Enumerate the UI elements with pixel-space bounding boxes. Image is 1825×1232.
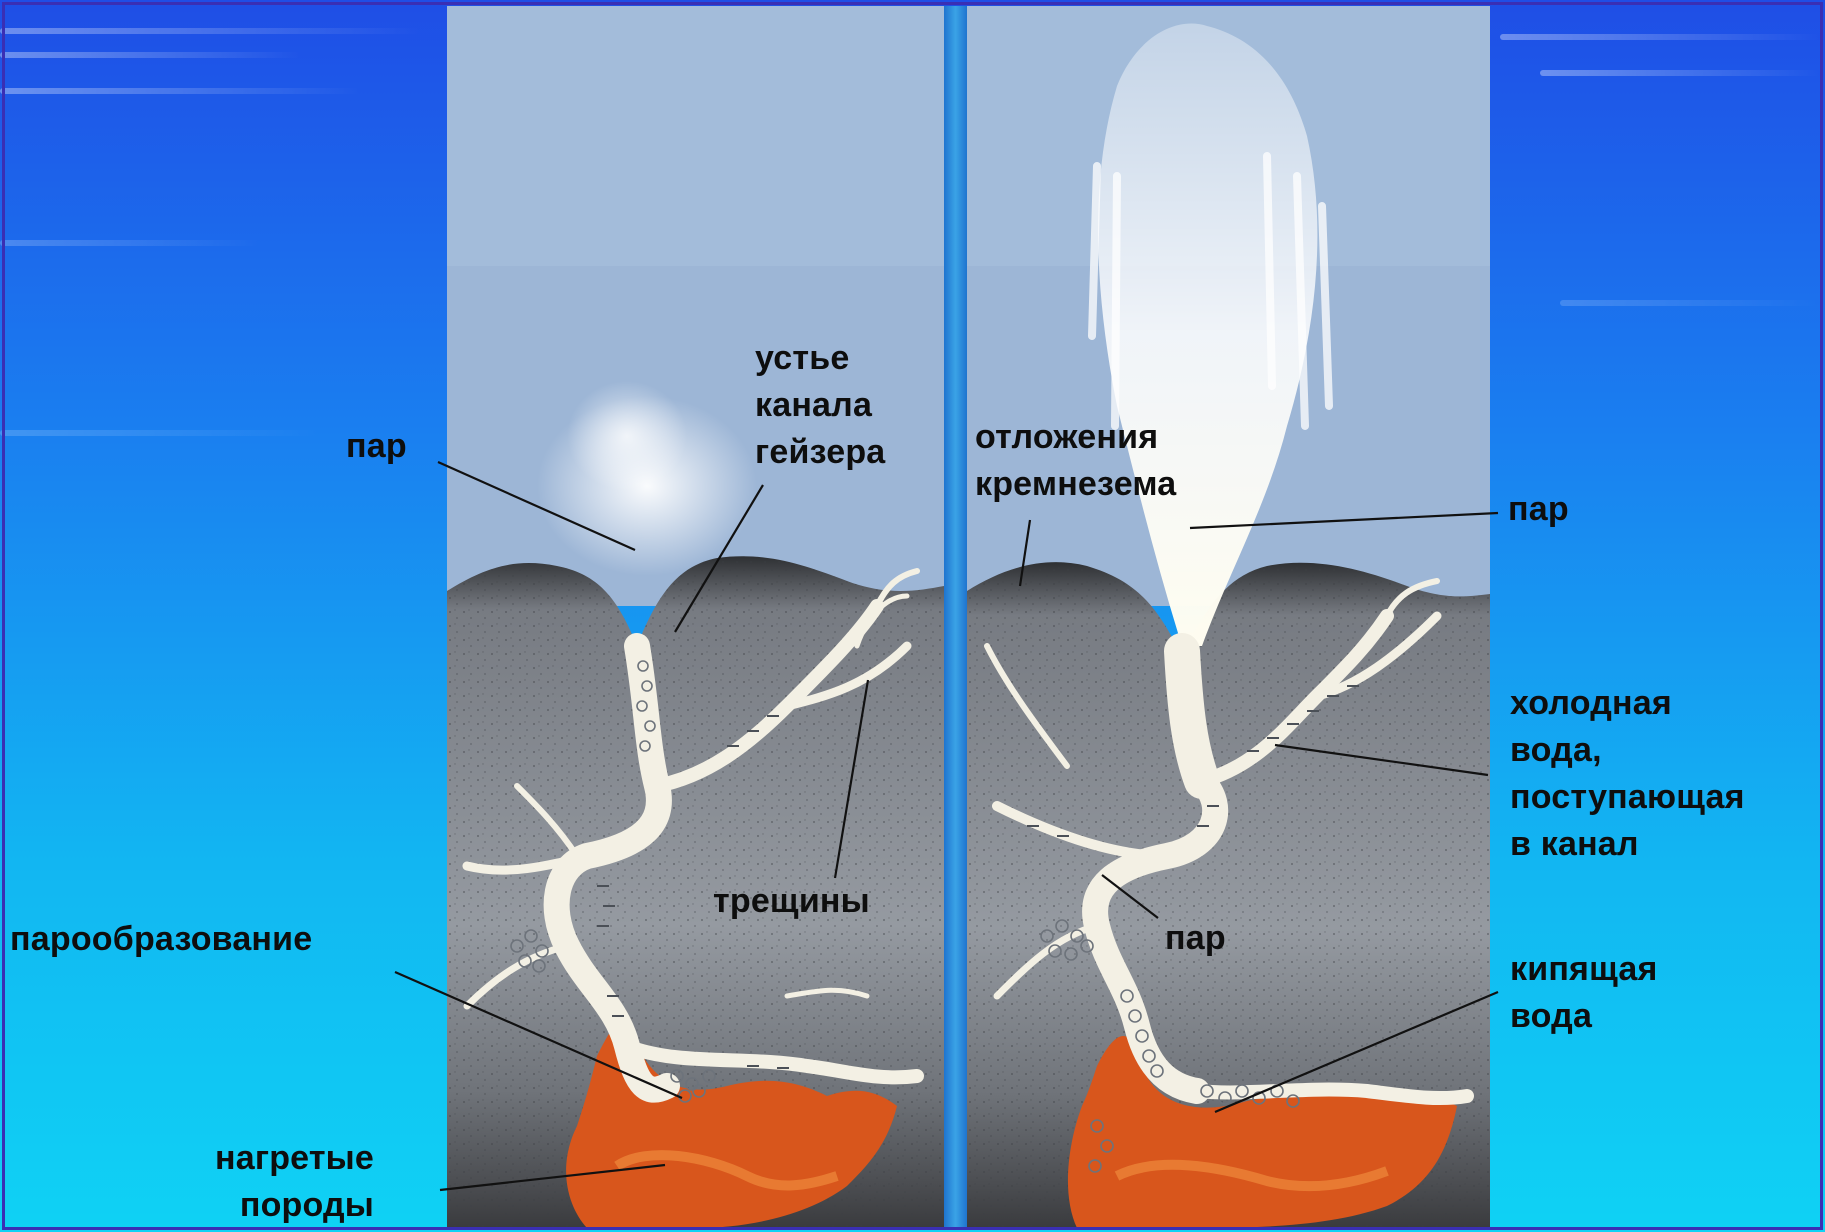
label-vaporization: парообразование [10,916,312,963]
label-geyser-vent: устье канала гейзера [755,335,885,476]
label-cold-water: холодная вода, поступающая в канал [1510,680,1745,868]
background-streak [0,240,260,246]
label-heated-rocks: нагретые породы [215,1135,374,1229]
geyser-illustration-left [447,6,944,1228]
geyser-panel-right [967,6,1490,1228]
background-streak [1540,70,1820,76]
label-cracks: трещины [713,878,870,925]
background-streak [0,28,420,34]
label-silica-deposits: отложения кремнезема [975,414,1176,508]
geyser-panel-left [447,6,944,1228]
background-streak [0,52,300,58]
label-steam-inner: пар [1165,915,1226,962]
background-streak [1560,300,1820,306]
geyser-illustration-right [967,6,1490,1228]
background-streak [0,88,360,94]
label-boiling-water: кипящая вода [1510,946,1658,1040]
background-streak [0,430,320,436]
panel-divider [944,6,967,1228]
label-steam-left: пар [346,423,407,470]
label-steam-top: пар [1508,486,1569,533]
background-streak [1500,34,1820,40]
